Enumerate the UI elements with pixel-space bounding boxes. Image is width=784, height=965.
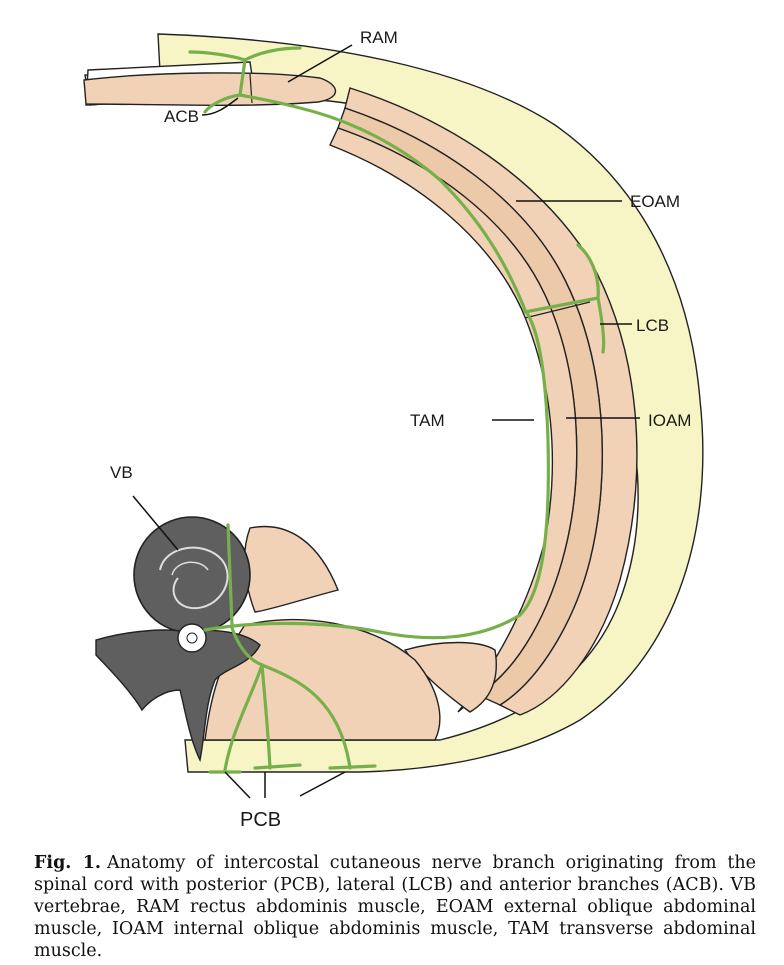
label-tam: TAM: [410, 411, 445, 430]
anatomy-diagram: RAM ACB EOAM LCB TAM IOAM VB PCB: [83, 28, 704, 831]
label-ioam: IOAM: [648, 411, 691, 430]
label-ram: RAM: [360, 28, 398, 47]
figure-number: Fig. 1.: [34, 853, 101, 873]
erector-spinae-muscle: [204, 618, 441, 741]
quadratus-lumborum-muscle: [403, 641, 497, 713]
intercostal-nerve: [188, 46, 606, 774]
caption-text: Anatomy of intercostal cutaneous nerve b…: [34, 853, 756, 961]
rectus-abdominis-muscle: [83, 72, 337, 107]
label-pcb: PCB: [240, 809, 281, 831]
label-vb: VB: [110, 463, 133, 482]
label-eoam: EOAM: [630, 192, 680, 211]
spinal-cord: [177, 623, 207, 653]
label-acb: ACB: [164, 107, 199, 126]
label-lcb: LCB: [636, 316, 669, 335]
figure-caption: Fig. 1.Anatomy of intercostal cutaneous …: [34, 852, 756, 962]
psoas-muscle: [243, 525, 339, 613]
